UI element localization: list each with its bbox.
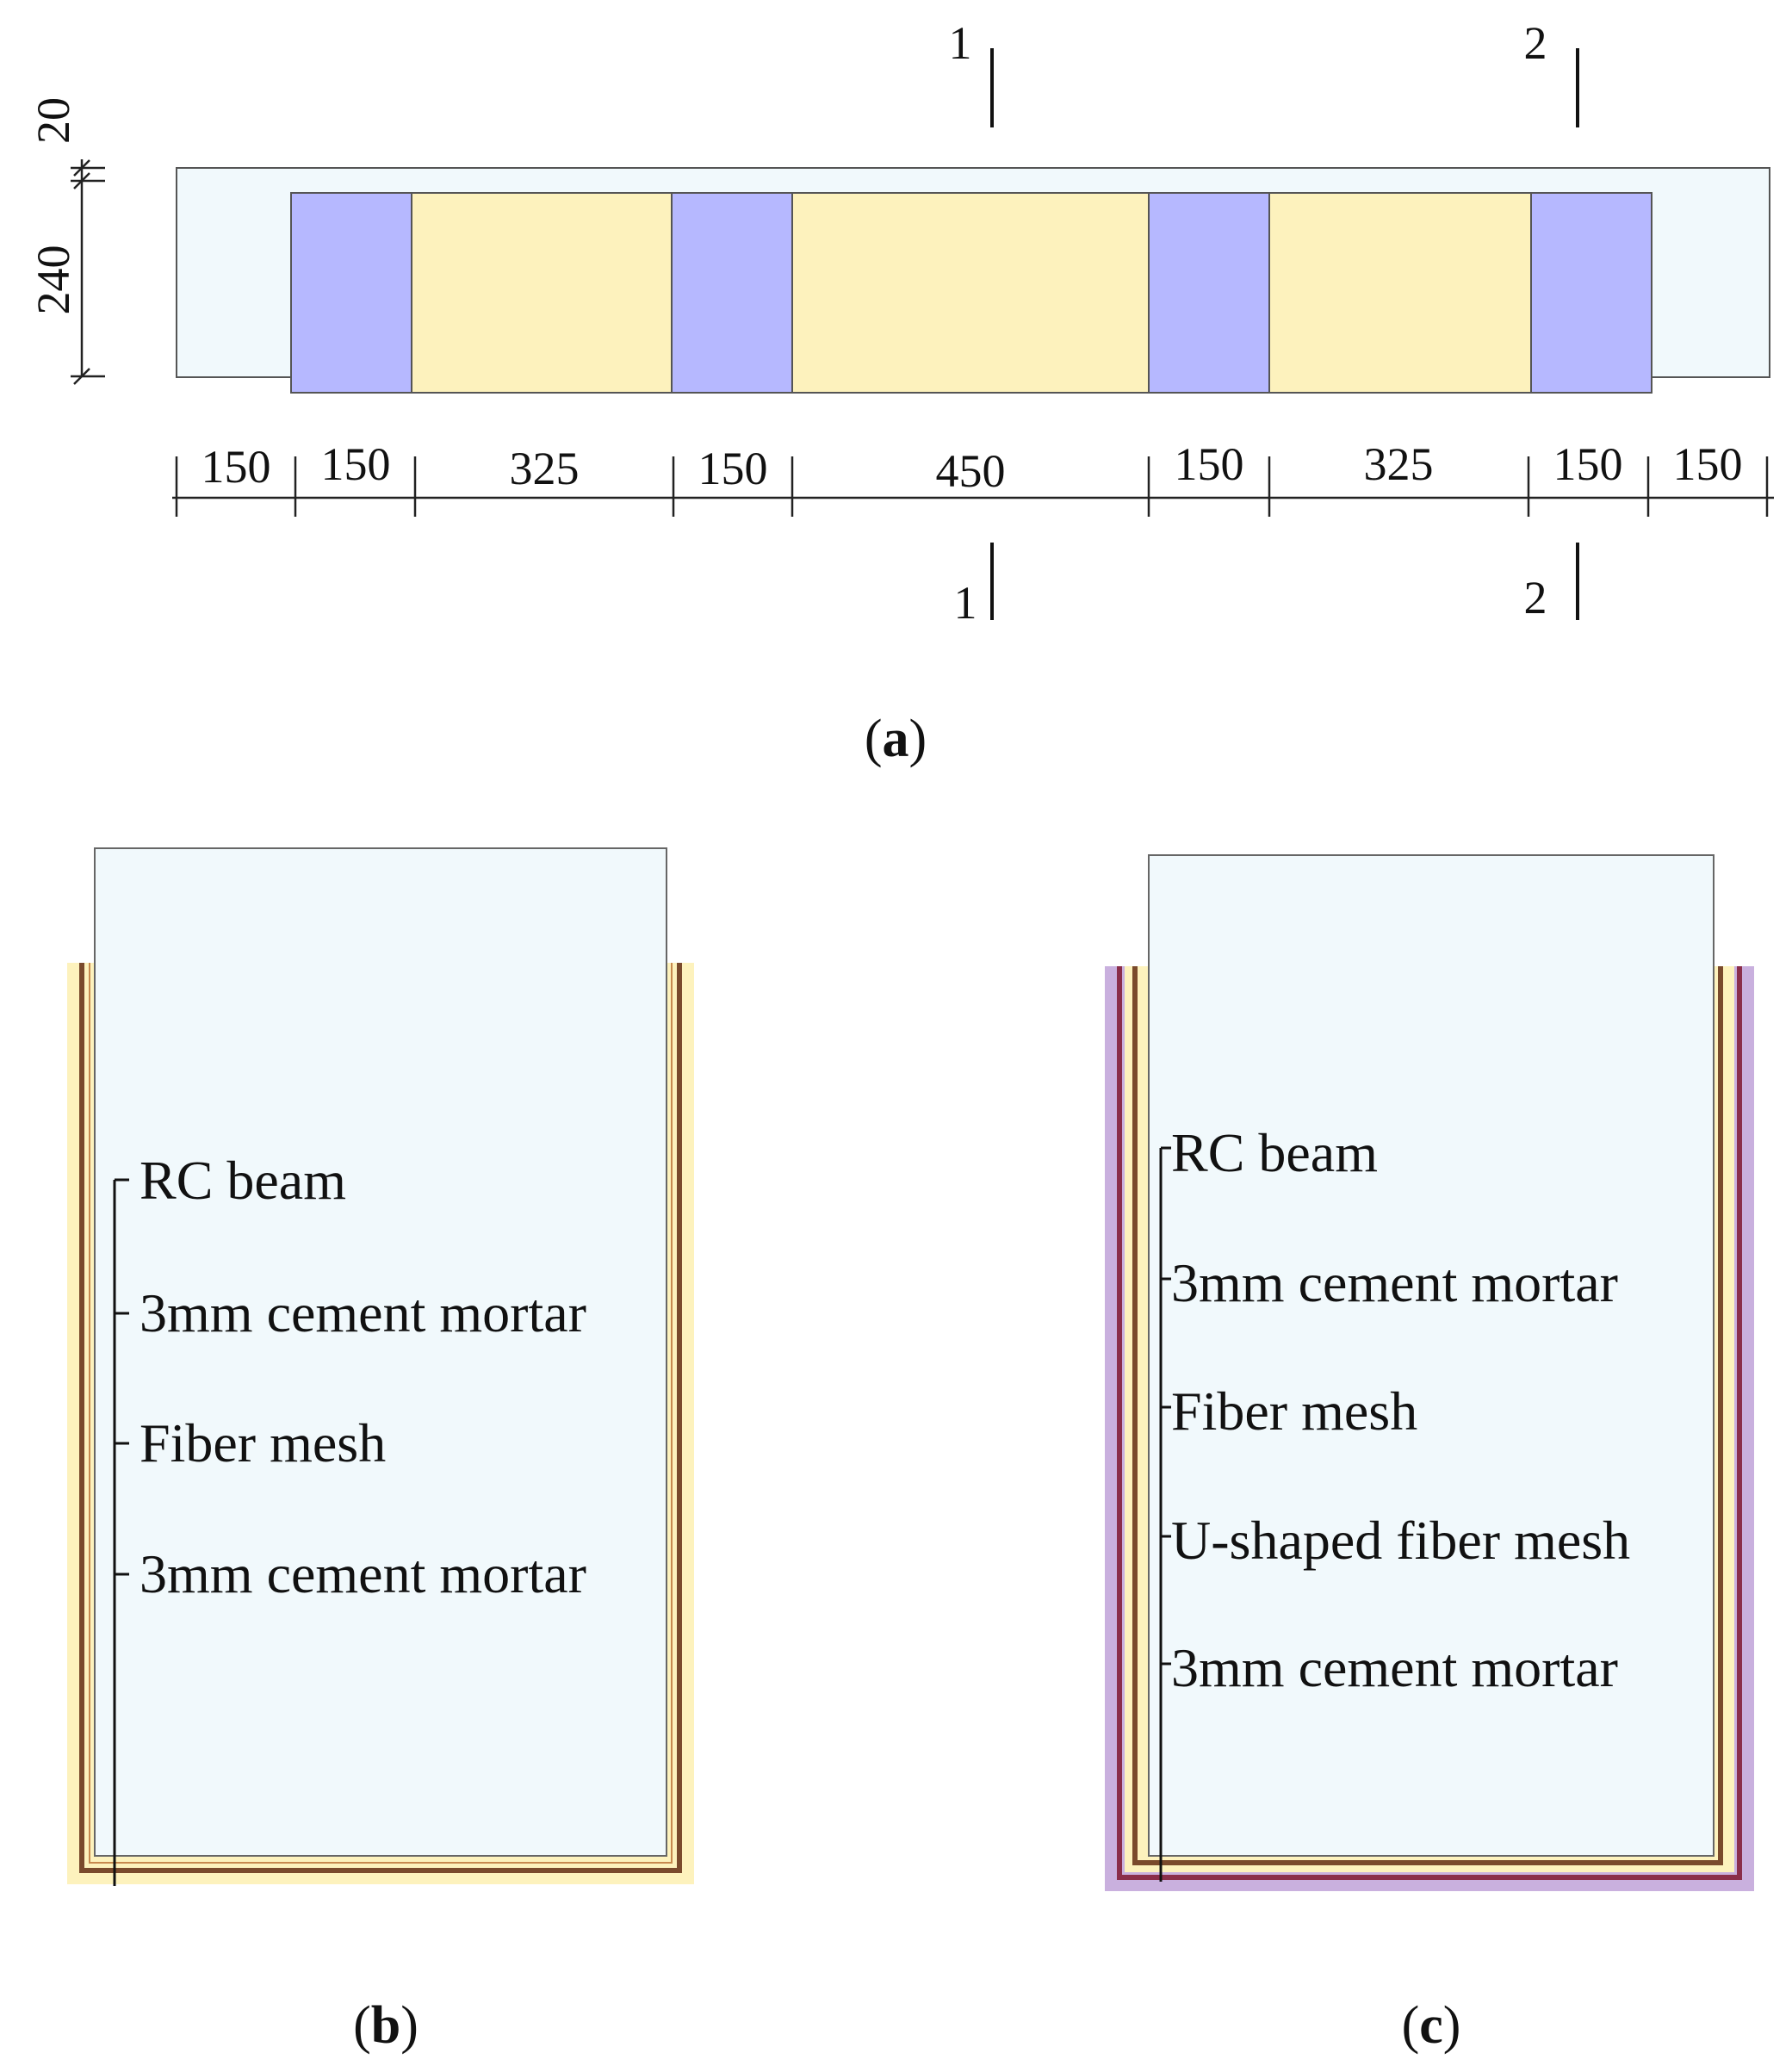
dim-length-5: 450 xyxy=(936,445,1006,497)
panel-a-elevation: 20 240 150 150 325 150 450 150 325 150 1… xyxy=(28,17,1774,768)
caption-b: (b) xyxy=(353,1996,419,2055)
label-c-rc-beam: RC beam xyxy=(1171,1122,1378,1183)
label-b-rc-beam: RC beam xyxy=(140,1150,346,1211)
label-b-fiber-mesh: Fiber mesh xyxy=(140,1412,386,1473)
mortar-zone-2 xyxy=(791,192,1150,394)
label-c-u-mesh: U-shaped fiber mesh xyxy=(1171,1510,1630,1571)
label-b-mortar-2: 3mm cement mortar xyxy=(140,1543,586,1604)
label-c-fiber-mesh: Fiber mesh xyxy=(1171,1380,1417,1442)
section-markers xyxy=(990,48,1579,620)
strip-4 xyxy=(1530,192,1652,394)
section-2-bottom: 2 xyxy=(1524,572,1547,623)
fiber-mesh-c-inner xyxy=(1132,966,1723,1865)
rc-beam-c xyxy=(1148,854,1714,1857)
caption-b-letter: b xyxy=(371,1996,400,2055)
dim-length-8: 150 xyxy=(1553,438,1623,490)
leader-lines-b xyxy=(113,1178,129,1886)
leader-lines-c xyxy=(1159,1146,1171,1882)
label-c-mortar-2: 3mm cement mortar xyxy=(1171,1637,1618,1698)
fiber-mesh-b-inner xyxy=(89,963,673,1864)
dim-height-240: 240 xyxy=(28,245,79,315)
caption-a: (a) xyxy=(865,710,927,768)
caption-c-letter: c xyxy=(1419,1996,1443,2055)
dim-length-4: 150 xyxy=(698,443,768,494)
fiber-mesh-c-outer xyxy=(1117,966,1742,1880)
panel-c-section: RC beam 3mm cement mortar Fiber mesh U-s… xyxy=(1105,854,1754,2055)
dim-height-20: 20 xyxy=(28,97,79,144)
caption-a-letter: a xyxy=(883,710,909,768)
strip-3 xyxy=(1148,192,1270,394)
length-dimension-chain xyxy=(172,456,1774,517)
dim-length-6: 150 xyxy=(1175,438,1244,490)
strip-1 xyxy=(290,192,412,394)
label-b-mortar-1: 3mm cement mortar xyxy=(140,1282,586,1343)
height-dimension xyxy=(71,159,105,385)
dim-length-9: 150 xyxy=(1673,438,1743,490)
caption-c: (c) xyxy=(1402,1996,1461,2055)
dim-length-1: 150 xyxy=(202,441,271,493)
panel-b-section: RC beam 3mm cement mortar Fiber mesh 3mm… xyxy=(67,847,694,2055)
mortar-zone-1 xyxy=(411,192,673,394)
strip-2 xyxy=(671,192,793,394)
section-1-bottom: 1 xyxy=(954,577,977,629)
dim-length-3: 325 xyxy=(510,443,580,494)
section-1-top: 1 xyxy=(949,17,972,69)
rc-beam-b xyxy=(94,847,667,1857)
fiber-mesh-b xyxy=(79,963,682,1873)
mortar-zone-3 xyxy=(1268,192,1532,394)
section-2-top: 2 xyxy=(1524,17,1547,69)
dim-length-7: 325 xyxy=(1364,438,1434,490)
label-c-mortar-1: 3mm cement mortar xyxy=(1171,1252,1618,1313)
dim-length-2: 150 xyxy=(321,438,391,490)
